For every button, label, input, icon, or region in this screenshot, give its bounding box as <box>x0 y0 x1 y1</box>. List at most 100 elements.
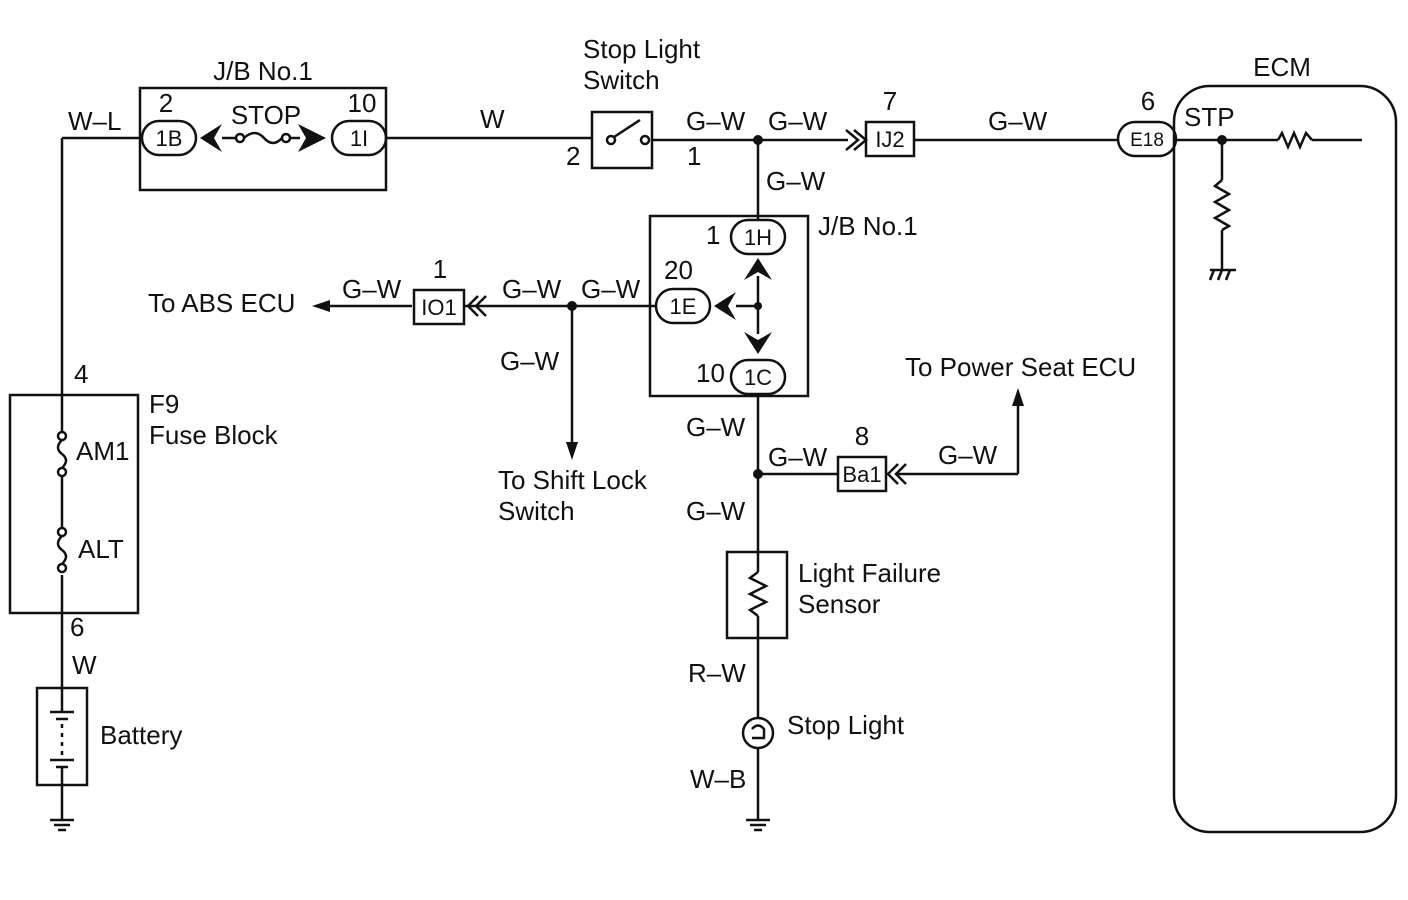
battery: Battery <box>35 686 182 832</box>
wire-color-label: G–W <box>686 106 746 136</box>
wire-color-label: G–W <box>686 496 746 526</box>
connector-label: E18 <box>1130 130 1164 151</box>
to-shift-lock-label-line2: Switch <box>498 496 575 526</box>
fuse-icon <box>56 439 68 469</box>
stop-light-label: Stop Light <box>787 710 905 740</box>
fuse-terminal <box>234 132 246 144</box>
pin-number: 4 <box>74 359 88 389</box>
switch-frame <box>590 110 654 170</box>
male-terminal-icon <box>298 124 326 152</box>
switch-icon <box>613 118 641 139</box>
pin-number: 6 <box>70 612 84 642</box>
connector-label: 1H <box>744 225 772 250</box>
fuse-terminal <box>280 132 292 144</box>
fuse-terminal <box>56 526 68 538</box>
lamp-icon <box>741 716 775 750</box>
ba1-frame <box>836 455 888 493</box>
connector-label: 1I <box>350 126 368 151</box>
to-shift-lock-label-line1: To Shift Lock <box>498 465 648 495</box>
arrow-down-icon <box>566 442 578 460</box>
wires <box>60 136 1362 820</box>
to-abs-ecu-label: To ABS ECU <box>148 288 295 318</box>
connector-1i <box>330 119 388 157</box>
pin-number: 20 <box>664 255 693 285</box>
fuse-block-code: F9 <box>149 389 179 419</box>
wire-color-label: G–W <box>938 440 998 470</box>
connector-arrow-icon <box>853 129 868 151</box>
wire-color-label: G–W <box>581 274 641 304</box>
pin-number: 7 <box>883 86 897 116</box>
pin-number: 2 <box>159 88 173 118</box>
connector-label: 1E <box>670 294 697 319</box>
connector-label: 1C <box>744 365 772 390</box>
male-terminal-icon <box>714 292 736 320</box>
jb-mid-title: J/B No.1 <box>818 211 918 241</box>
wire-color-label: R–W <box>688 658 746 688</box>
fuse-icon <box>56 535 68 565</box>
male-terminal-icon <box>744 332 772 354</box>
junction-block-top: J/B No.1 2 1B STOP 10 1I <box>138 56 388 192</box>
jb-top-title: J/B No.1 <box>213 56 313 86</box>
connector-1e <box>654 287 712 325</box>
jb-mid-frame <box>648 214 810 398</box>
io1-frame <box>412 288 466 326</box>
fuse-icon <box>243 131 283 145</box>
switch-title-line1: Stop Light <box>583 34 701 64</box>
ground-hatch <box>1224 269 1232 281</box>
fuse-terminal <box>56 562 68 574</box>
pin-number: 1 <box>687 141 701 171</box>
wire-color-label: G–W <box>768 442 828 472</box>
light-failure-sensor: Light Failure Sensor <box>725 550 941 640</box>
wire-color-label: G–W <box>766 166 826 196</box>
ground-hatch <box>1216 269 1224 281</box>
connector-io1: 1 IO1 <box>312 254 487 326</box>
stop-light-switch: Stop Light Switch 2 1 <box>566 34 701 171</box>
ij2-frame <box>864 120 916 158</box>
connector-label: Ba1 <box>842 462 881 487</box>
fuse-label: STOP <box>231 100 301 130</box>
wire-color-labels: W–L W G–W G–W G–W G–W G–W G–W G–W G–W G–… <box>68 104 1048 794</box>
pin-number: 1 <box>433 254 447 284</box>
wire-color-label: G–W <box>768 106 828 136</box>
connector-label: IO1 <box>421 295 456 320</box>
stop-light: Stop Light <box>741 710 905 832</box>
connector-arrow-icon <box>466 295 479 317</box>
switch-contact <box>639 134 651 146</box>
connector-e18 <box>1116 120 1178 158</box>
pin-number: 10 <box>348 88 377 118</box>
resistor-icon <box>747 571 769 617</box>
lamp-filament <box>751 724 766 740</box>
arrow-left-icon <box>312 300 330 312</box>
wire-color-label: G–W <box>500 346 560 376</box>
fuse-terminal <box>56 430 68 442</box>
connector-label: IJ2 <box>875 127 904 152</box>
pin-number: 10 <box>696 358 725 388</box>
junction-dot <box>753 135 763 145</box>
resistor-icon <box>1276 129 1313 151</box>
connector-arrow-icon <box>886 463 899 485</box>
wire-color-label: G–W <box>502 274 562 304</box>
pin-number: 6 <box>1141 86 1155 116</box>
connector-arrow-icon <box>894 463 907 485</box>
connector-1h <box>729 218 787 256</box>
battery-label: Battery <box>100 720 182 750</box>
ecm-title: ECM <box>1253 52 1311 82</box>
connector-label: 1B <box>156 126 183 151</box>
wire-color-label: W <box>480 104 505 134</box>
female-terminal-icon <box>200 124 222 152</box>
connector-arrow-icon <box>845 129 860 151</box>
junction-dots <box>567 135 1227 479</box>
arrow-up-icon <box>1012 388 1024 406</box>
connector-ba1: 8 Ba1 <box>836 421 907 493</box>
fuse-block: 4 F9 Fuse Block AM1 ALT 6 <box>8 359 279 642</box>
connector-arrow-icon <box>474 295 487 317</box>
junction-block-mid: J/B No.1 1 1H 20 1E 10 1C <box>648 211 918 398</box>
wire-color-label: G–W <box>988 106 1048 136</box>
resistor-icon <box>1212 179 1232 232</box>
junction-dot <box>567 301 577 311</box>
sensor-title-line2: Sensor <box>798 589 881 619</box>
junction-dot <box>754 302 762 310</box>
pin-number: 8 <box>855 421 869 451</box>
fuse-alt-label: ALT <box>78 534 124 564</box>
wire-color-label: W <box>72 650 97 680</box>
